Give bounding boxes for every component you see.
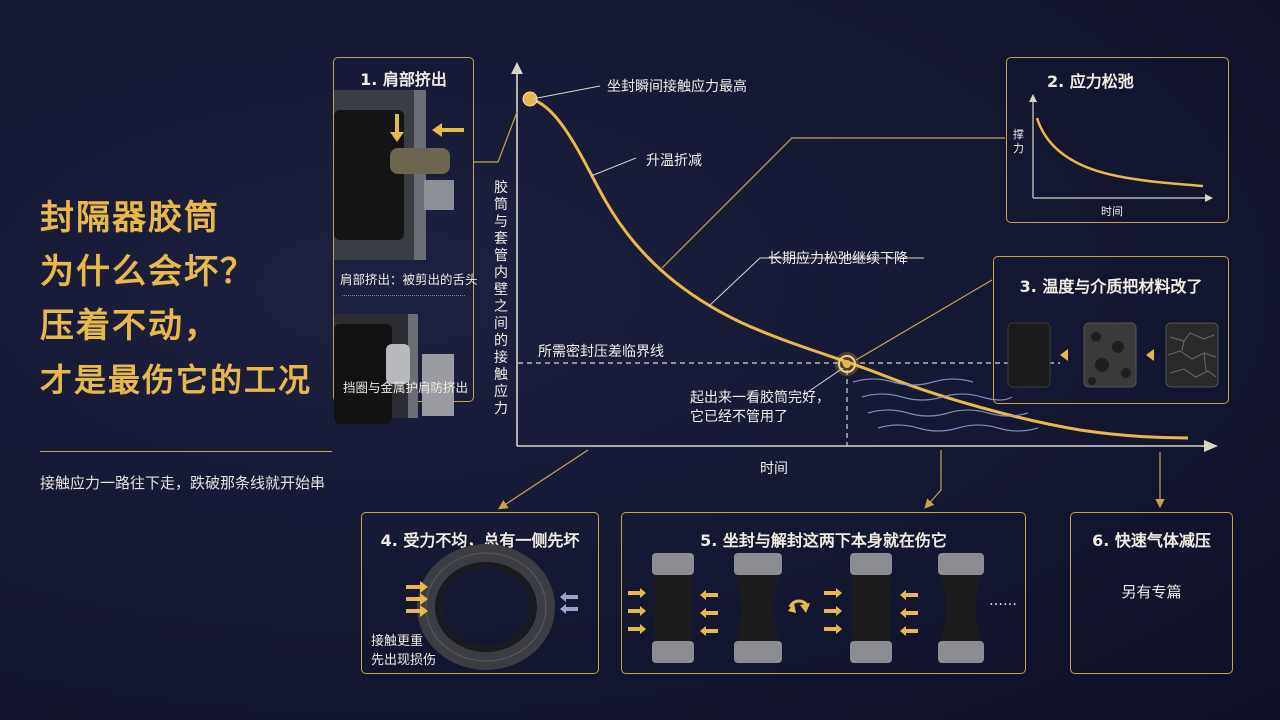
headline-divider <box>40 451 332 452</box>
panel1-caption-bottom: 挡圈与金属护肩防挤出 <box>343 380 469 395</box>
panel2-xlabel: 时间 <box>1101 205 1123 218</box>
set-unset-illustration <box>628 553 984 663</box>
panel-stress-relaxation: 2. 应力松弛 撑力 时间 <box>1006 57 1229 223</box>
panel-rapid-gas-decompression: 6. 快速气体减压 另有专篇 <box>1070 512 1233 674</box>
x-axis-arrow <box>1204 440 1218 452</box>
connector-panel3 <box>855 279 993 361</box>
material-degradation-illustration <box>1007 322 1219 388</box>
connector-panel4 <box>497 449 589 510</box>
panel3-title: 3. 温度与介质把材料改了 <box>1019 277 1203 296</box>
annotation-relax: 长期应力松弛继续下降 <box>768 251 908 267</box>
crossing-point <box>838 355 856 373</box>
uneven-ring-illustration <box>406 544 578 670</box>
panel4-note-2: 先出现损伤 <box>371 653 437 668</box>
headline-line-1: 封隔器胶筒 <box>40 198 220 238</box>
panel1-title: 1. 肩部挤出 <box>360 70 447 89</box>
panel-set-unset-damage: 5. 坐封与解封这两下本身就在伤它 <box>621 512 1026 674</box>
peak-point <box>522 91 538 107</box>
connector-panel5 <box>924 450 942 509</box>
relaxation-mini-chart <box>1029 94 1213 202</box>
annotation-peak: 坐封瞬间接触应力最高 <box>607 79 747 95</box>
panel4-title: 4. 受力不均，总有一侧先坏 <box>380 531 580 550</box>
panel1-caption-top: 肩部挤出：被剪出的舌头 <box>340 272 478 287</box>
chart-ylabel: 胶筒与套管内壁之间的接触应力 <box>494 180 508 417</box>
panel4-note-1: 接触更重 <box>371 634 424 649</box>
panel6-title: 6. 快速气体减压 <box>1092 531 1211 550</box>
connector-panel2 <box>661 137 1005 269</box>
annotation-heating: 升温折减 <box>646 153 702 169</box>
headline-line-3: 压着不动， <box>40 306 220 346</box>
contact-stress-curve <box>529 97 1189 440</box>
headline-line-2: 为什么会坏？ <box>40 252 256 292</box>
headline-subtitle: 接触应力一路往下走，跌破那条线就开始串 <box>40 474 326 492</box>
annotation-looks-ok-1: 起出来一看胶筒完好， <box>690 390 830 406</box>
headline-line-4: 才是最伤它的工况 <box>40 361 313 399</box>
panel-temperature-medium: 3. 温度与介质把材料改了 <box>993 256 1229 404</box>
panel1-divider <box>342 295 465 296</box>
panel-uneven-load: 4. 受力不均，总有一侧先坏 接触更重 先出现损伤 <box>361 512 599 674</box>
panel5-title: 5. 坐封与解封这两下本身就在伤它 <box>700 531 947 550</box>
panel2-title: 2. 应力松弛 <box>1047 72 1134 91</box>
y-axis-arrow <box>511 62 523 74</box>
panel5-ellipsis: …… <box>989 593 1017 609</box>
panel6-body: 另有专篇 <box>1121 583 1182 601</box>
connector-panel1 <box>474 111 518 163</box>
panel-shoulder-extrusion: 1. 肩部挤出 肩部挤出：被剪出的舌头 挡圈与金属护肩防挤出 <box>333 57 478 424</box>
panel2-ylabel: 撑力 <box>1013 128 1024 155</box>
backup-ring-illustration <box>334 314 454 424</box>
annotation-looks-ok-2: 它已经不管用了 <box>690 409 788 425</box>
leak-wave-lines <box>852 378 1039 432</box>
annotation-threshold: 所需密封压差临界线 <box>538 344 664 360</box>
extrusion-illustration <box>334 90 464 260</box>
chart-xlabel: 时间 <box>760 461 788 477</box>
